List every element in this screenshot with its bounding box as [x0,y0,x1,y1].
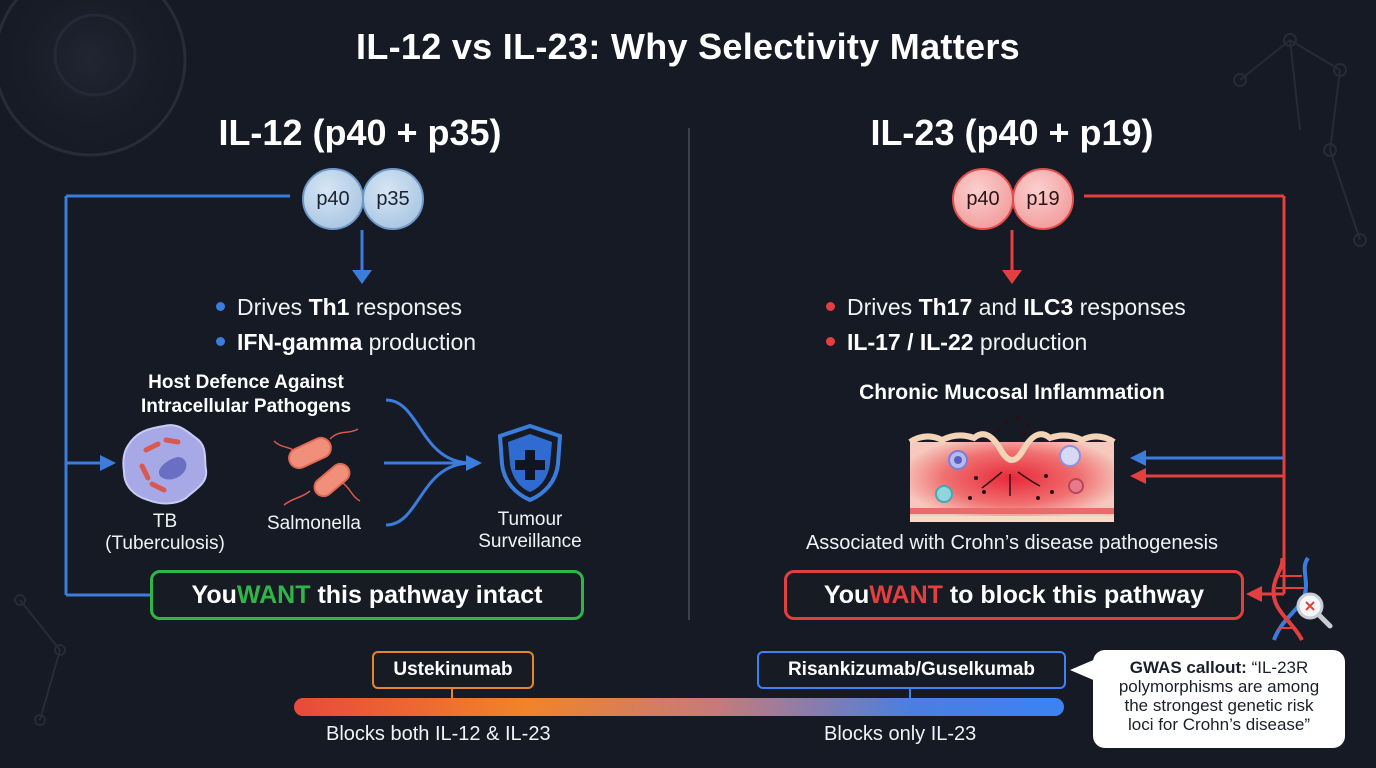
il12-heading: IL-12 (p40 + p35) [218,112,502,153]
selectivity-spectrum-bar [294,698,1064,716]
main-title: IL-12 vs IL-23: Why Selectivity Matters [356,26,1020,67]
il12-p40-subunit: p40 [302,168,364,230]
column-divider [688,128,690,620]
gwas-callout-pointer [1070,658,1098,682]
selective-il23-drugs-label: Risankizumab/Guselkumab [757,651,1066,689]
crohns-association-label: Associated with Crohn’s disease pathogen… [805,532,1219,554]
inflamed-mucosa-icon [908,416,1116,522]
inflammation-heading: Chronic Mucosal Inflammation [859,381,1165,404]
il23-heading: IL-23 (p40 + p19) [870,112,1154,153]
tumour-surveillance-label: Tumour Surveillance [478,509,582,552]
tb-cell-icon [122,424,208,505]
salmonella-bacteria-icon [273,428,361,506]
ustekinumab-caption: Blocks both IL-12 & IL-23 [326,723,551,745]
il23-p40-subunit: p40 [952,168,1014,230]
il12-p35-subunit: p35 [362,168,424,230]
il23-bullet-th17: Drives Th17 and ILC3 responses [826,294,1186,321]
salmonella-label: Salmonella [267,513,361,534]
il12-bullet-th1: Drives Th1 responses [216,294,462,321]
bullet-dot [826,337,835,347]
keep-intact-callout: You WANT this pathway intact [150,570,584,620]
selective-caption: Blocks only IL-23 [824,723,977,745]
dna-magnifier-icon [1271,556,1333,641]
il12-bullet-ifn: IFN-gamma production [216,329,476,356]
ustekinumab-label: Ustekinumab [372,651,534,689]
bullet-dot [216,302,225,312]
shield-plus-icon [497,423,563,502]
block-pathway-callout: You WANT to block this pathway [784,570,1244,620]
bullet-dot [216,337,225,347]
il23-p19-subunit: p19 [1012,168,1074,230]
host-defence-heading: Host Defence Against Intracellular Patho… [140,372,352,417]
gwas-callout: GWAS callout: “IL-23R polymorphisms are … [1093,650,1345,748]
tb-label: TB (Tuberculosis) [105,511,225,554]
il23-bullet-il17: IL-17 / IL-22 production [826,329,1087,356]
bullet-dot [826,302,835,312]
